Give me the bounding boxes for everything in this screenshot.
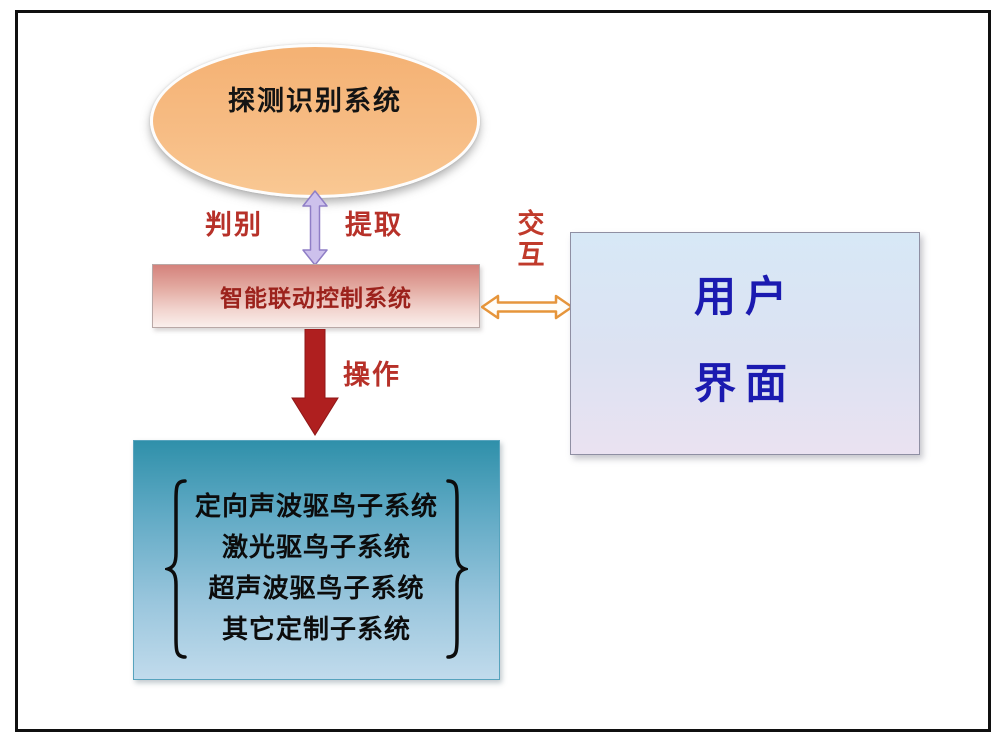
- control-system-box: 智能联动控制系统: [152, 264, 480, 328]
- right-brace-icon: [446, 479, 468, 659]
- left-brace-icon: [164, 479, 187, 659]
- subsystem-item: 激光驱鸟子系统: [221, 533, 411, 563]
- user-interface-box: 用户 界面: [570, 232, 920, 455]
- subsystems-box: 定向声波驱鸟子系统 激光驱鸟子系统 超声波驱鸟子系统 其它定制子系统: [133, 440, 500, 680]
- user-interface-label-line1: 用户: [693, 272, 796, 321]
- subsystems-list: 定向声波驱鸟子系统 激光驱鸟子系统 超声波驱鸟子系统 其它定制子系统: [189, 487, 444, 651]
- subsystem-item: 超声波驱鸟子系统: [208, 574, 425, 604]
- down-arrow-icon: [291, 329, 339, 436]
- extract-label: 提取: [345, 210, 403, 241]
- horizontal-double-arrow-icon: [481, 294, 573, 320]
- subsystem-item: 其它定制子系统: [221, 615, 411, 645]
- detection-system-ellipse: 探测识别系统: [150, 44, 480, 198]
- judge-label: 判别: [205, 210, 263, 241]
- user-interface-label-line2: 界面: [693, 359, 796, 408]
- vertical-double-arrow-icon: [302, 190, 328, 266]
- interact-label: 交互: [517, 209, 547, 271]
- control-system-label: 智能联动控制系统: [220, 286, 412, 312]
- operate-label: 操作: [343, 360, 401, 391]
- detection-system-label: 探测识别系统: [228, 86, 402, 117]
- subsystems-brace-group: 定向声波驱鸟子系统 激光驱鸟子系统 超声波驱鸟子系统 其它定制子系统: [164, 478, 468, 660]
- subsystem-item: 定向声波驱鸟子系统: [194, 492, 438, 522]
